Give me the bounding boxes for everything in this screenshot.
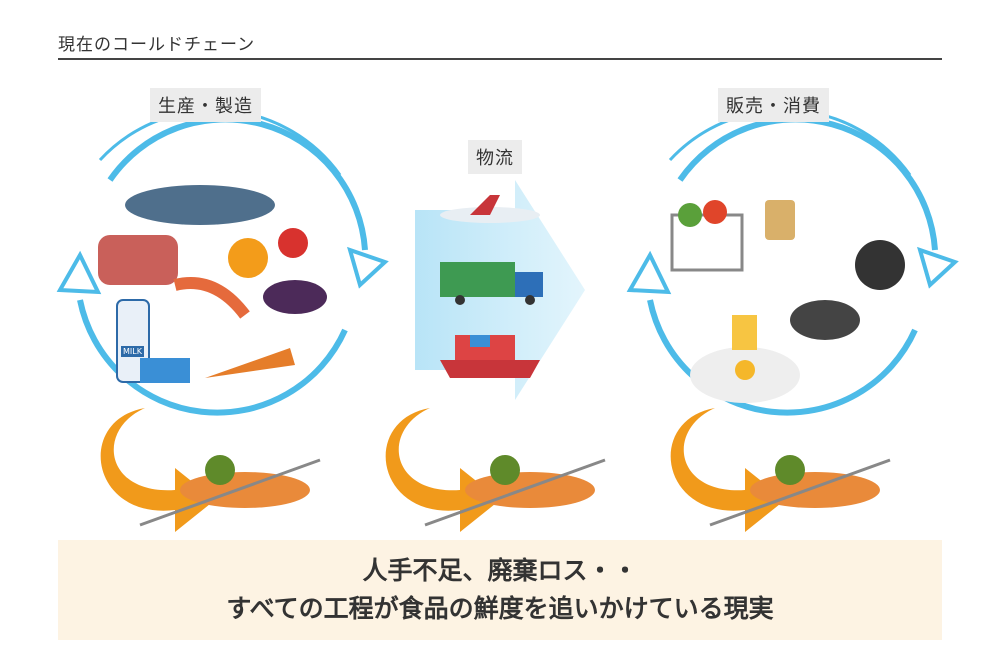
- summary-line-1: 人手不足、廃棄ロス・・: [362, 556, 638, 585]
- curved-arrow-icon: [385, 408, 500, 532]
- truck-icon: [440, 262, 543, 305]
- fish-icon: [125, 185, 275, 225]
- food-waste-group-1: [100, 408, 321, 532]
- orange-icon: [228, 238, 268, 278]
- strike-line: [139, 458, 321, 527]
- stage-label-production: 生産・製造: [150, 88, 261, 122]
- strike-line: [709, 458, 891, 527]
- cutting-board-icon: [765, 200, 795, 240]
- production-foods-illustration: [98, 185, 327, 383]
- shrimp-icon: [173, 277, 250, 319]
- airplane-icon: [440, 195, 540, 223]
- carrot-icon: [205, 348, 295, 378]
- frying-pan-icon: [855, 240, 905, 290]
- summary-banner: 人手不足、廃棄ロス・・ すべての工程が食品の鮮度を追いかけている現実: [58, 540, 942, 640]
- curved-arrow-icon: [100, 408, 215, 532]
- eggplant-icon: [263, 280, 327, 314]
- title-divider: [58, 58, 942, 60]
- milk-label: MILK: [121, 346, 144, 357]
- strike-line: [424, 458, 606, 527]
- stage-label-consumption: 販売・消費: [718, 88, 829, 122]
- summary-line-2: すべての工程が食品の鮮度を追いかけている現実: [226, 594, 774, 623]
- food-waste-group-2: [385, 408, 606, 532]
- page-title: 現在のコールドチェーン: [58, 35, 256, 55]
- pot-icon: [790, 300, 860, 340]
- strawberry-icon: [278, 228, 308, 258]
- juice-glass-icon: [732, 315, 757, 350]
- curved-arrow-icon: [670, 408, 785, 532]
- food-waste-group-3: [670, 408, 891, 532]
- consumption-foods-illustration: [670, 200, 905, 403]
- consumption-cycle-arrows: [626, 108, 959, 416]
- stage-label-logistics: 物流: [468, 140, 522, 174]
- cargo-ship-icon: [440, 335, 540, 378]
- meat-icon: [98, 235, 178, 285]
